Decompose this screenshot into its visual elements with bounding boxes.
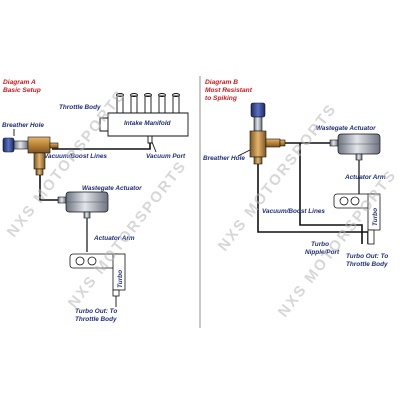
diagram-a-subtitle: Basic Setup	[3, 87, 41, 94]
vacuum-line-manifold	[52, 143, 151, 150]
label-breather-hole-b: Breather Hole	[203, 155, 245, 162]
wastegate-actuator-a	[57, 191, 109, 252]
label-intake-manifold: Intake Manifold	[124, 120, 172, 127]
diagram-a: Diagram A Basic Setup Throttle Body Inta…	[2, 79, 189, 323]
label-actuator-arm-b: Actuator Arm	[344, 174, 386, 181]
label-turbo-out-a-2: Throttle Body	[75, 316, 117, 323]
label-throttle-body: Throttle Body	[59, 104, 101, 111]
vacuum-line-actuator	[39, 174, 58, 201]
label-turbo-out-a-1: Turbo Out: To	[75, 308, 117, 315]
label-wastegate-actuator-b: Wastegate Actuator	[316, 125, 376, 132]
vacuum-line-branch-b	[299, 143, 363, 244]
label-turbo-out-b-1: Turbo Out: To	[346, 253, 388, 260]
watermark-right: NXS MOTORSPORTS	[275, 166, 400, 320]
vacuum-port-nipple	[147, 136, 153, 144]
label-actuator-arm-a: Actuator Arm	[93, 235, 135, 242]
intake-manifold	[99, 93, 189, 137]
diagram-b: Diagram B Most Resistant to Spiking Brea…	[203, 79, 388, 268]
label-vacuum-boost-lines-a: Vacuum/Boost Lines	[44, 153, 107, 160]
label-turbo-b: Turbo	[372, 208, 379, 226]
diagram-a-title: Diagram A	[3, 79, 36, 86]
label-wastegate-actuator-a: Wastegate Actuator	[82, 185, 142, 192]
wastegate-actuator-b	[329, 133, 381, 194]
label-turbo-a: Turbo	[117, 270, 124, 288]
label-turbo-out-b-2: Throttle Body	[346, 261, 388, 268]
pointer-breather-hole-b	[237, 149, 251, 157]
diagram-b-subtitle-2: to Spiking	[205, 95, 237, 102]
pointer-vacuum-port	[151, 141, 157, 153]
turbo-a	[69, 253, 126, 297]
boost-valve-b	[249, 102, 286, 165]
diagram-b-title: Diagram B	[205, 79, 238, 86]
label-breather-hole: Breather Hole	[2, 122, 44, 129]
label-turbo-nipple-b-2: Nipple/Port	[305, 249, 340, 256]
label-turbo-nipple-b-1: Turbo	[311, 241, 329, 248]
diagram-b-subtitle-1: Most Resistant	[205, 87, 253, 94]
label-vacuum-port: Vacuum Port	[146, 153, 186, 160]
turbo-b	[333, 193, 381, 245]
watermark-center-left: NXS MOTORSPORTS	[65, 157, 191, 311]
boost-valve-a	[2, 136, 59, 176]
label-vacuum-boost-lines-b: Vacuum/Boost Lines	[262, 208, 325, 215]
